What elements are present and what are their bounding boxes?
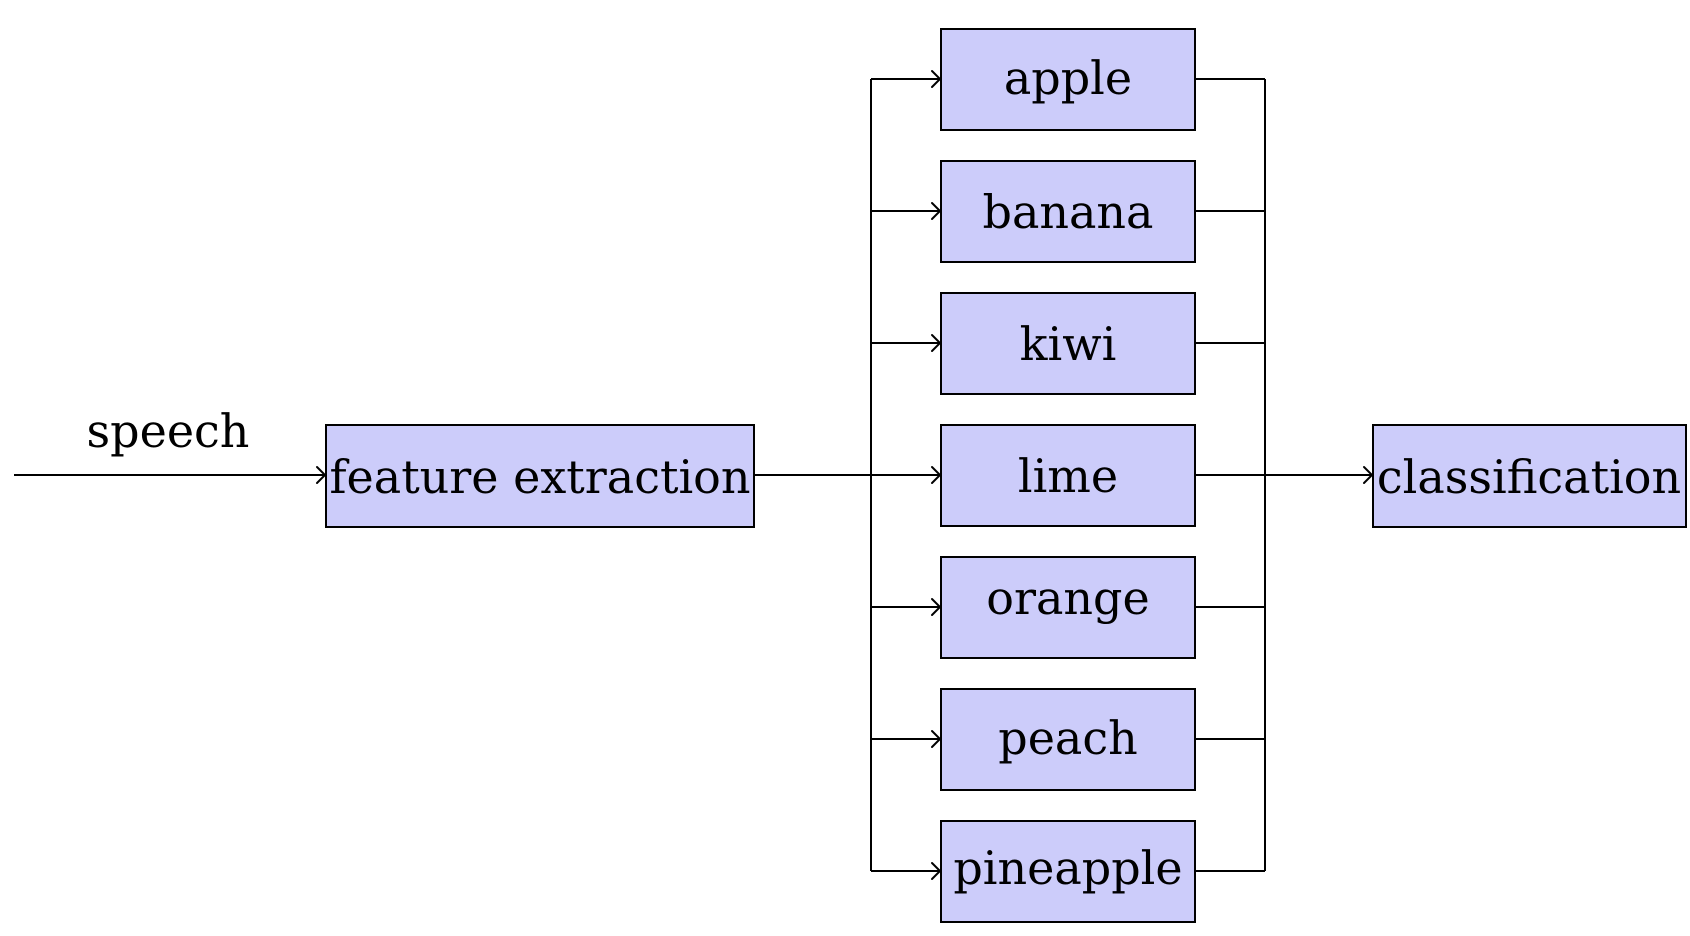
- classification-label: classification: [1377, 450, 1681, 504]
- peach-arrowhead: [931, 730, 942, 748]
- input-label: speech: [87, 404, 250, 458]
- feature-extraction-label: feature extraction: [330, 450, 751, 504]
- classifier-box-banana: banana: [940, 160, 1196, 263]
- kiwi-arrowhead: [931, 334, 942, 352]
- banana-arrowhead: [931, 202, 942, 220]
- orange-arrowhead: [931, 598, 942, 616]
- classifier-label-pineapple: pineapple: [953, 841, 1182, 895]
- classifier-label-kiwi: kiwi: [1020, 317, 1117, 371]
- pineapple-arrowhead: [931, 862, 942, 880]
- classifier-label-orange: orange: [986, 571, 1149, 625]
- classification-box: classification: [1372, 424, 1687, 528]
- classifier-label-banana: banana: [983, 185, 1154, 239]
- classifier-label-lime: lime: [1018, 449, 1118, 503]
- classifier-box-pineapple: pineapple: [940, 820, 1196, 923]
- feature-extraction-box: feature extraction: [325, 424, 755, 528]
- lime-arrowhead: [931, 466, 942, 484]
- classifier-label-peach: peach: [998, 711, 1137, 765]
- apple-arrowhead: [931, 70, 942, 88]
- classifier-label-apple: apple: [1004, 51, 1132, 105]
- classifier-box-peach: peach: [940, 688, 1196, 791]
- classifier-group: apple banana kiwi lime orange: [871, 28, 1265, 923]
- classifier-box-apple: apple: [940, 28, 1196, 131]
- classifier-box-lime: lime: [940, 424, 1196, 527]
- classifier-box-orange: orange: [940, 556, 1196, 659]
- classifier-box-kiwi: kiwi: [940, 292, 1196, 395]
